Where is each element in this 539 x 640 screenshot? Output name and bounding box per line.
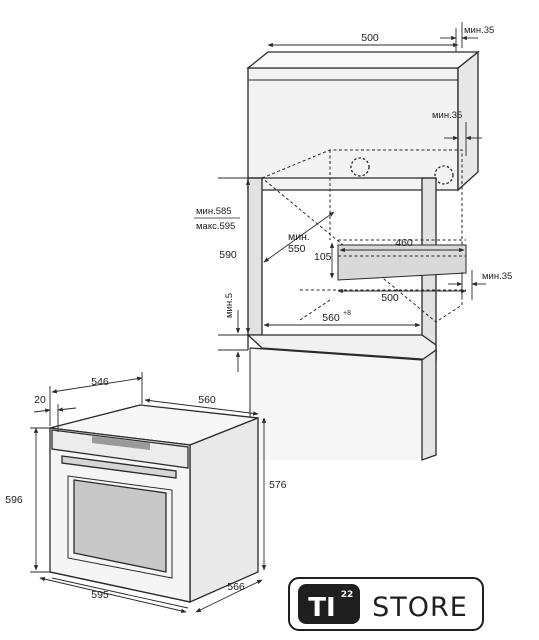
- oven-door-handle: [61, 455, 177, 479]
- store-logo: TI 22 STORE: [288, 577, 484, 631]
- oven-door-offset-label: 20: [34, 394, 46, 406]
- logo-word: STORE: [372, 592, 468, 623]
- oven-side: [189, 417, 259, 603]
- base-cabinet-front: [250, 348, 422, 460]
- oven-dimension-labels: 546 20 560 576 596 595 566: [5, 376, 286, 601]
- rear-width-label: 500: [381, 292, 399, 304]
- oven-side-depth-label: 566: [227, 581, 245, 593]
- oven-depth-label: 546: [91, 376, 109, 388]
- cabinet-top-width-label: 500: [361, 32, 379, 44]
- niche-height-min-label: мин.585: [196, 206, 232, 217]
- oven-body-height-label: 576: [269, 479, 287, 491]
- cabinet-top-gap-label: мин.35: [464, 25, 494, 36]
- vent-hole-right: [434, 165, 454, 185]
- logo-mark-superscript: 22: [341, 590, 354, 600]
- logo-badge: [298, 584, 360, 624]
- vent-width-label: 460: [395, 237, 413, 249]
- oven-front-width-label: 595: [91, 589, 109, 601]
- upper-cabinet-top: [246, 51, 480, 69]
- rear-vent-opening: [337, 244, 467, 281]
- oven-drawing: [49, 404, 259, 609]
- oven-display: [92, 436, 150, 450]
- upper-cabinet-side: [457, 50, 479, 192]
- niche-left-wall: [247, 177, 263, 336]
- cabinet-side-gap-label: мин.35: [432, 110, 462, 121]
- depth-min-word-label: мин.: [288, 231, 310, 243]
- vent-hole-left: [350, 157, 370, 177]
- rear-gap-label: мин.35: [482, 271, 512, 282]
- oven-total-height-label: 596: [5, 494, 23, 506]
- cabinet-dimension-labels: 500 мин.35 мин.35 мин.585 макс.595 590 м…: [194, 25, 512, 324]
- bottom-gap-label: мин.5: [224, 293, 235, 318]
- depth-min-value-label: 550: [288, 243, 306, 255]
- oven-control-panel: [51, 429, 189, 469]
- inner-width-label: 560: [322, 312, 340, 324]
- base-cabinet-side: [421, 348, 437, 461]
- cabinet-drawing: [246, 50, 480, 461]
- niche-height-label: 590: [219, 249, 237, 261]
- oven-width-top-label: 560: [198, 394, 216, 406]
- niche-height-max-label: макс.595: [196, 221, 235, 232]
- inner-width-tolerance-label: +8: [343, 310, 351, 317]
- logo-mark: TI: [308, 593, 335, 623]
- vent-height-label: 105: [314, 251, 332, 263]
- oven-door-window: [73, 479, 167, 573]
